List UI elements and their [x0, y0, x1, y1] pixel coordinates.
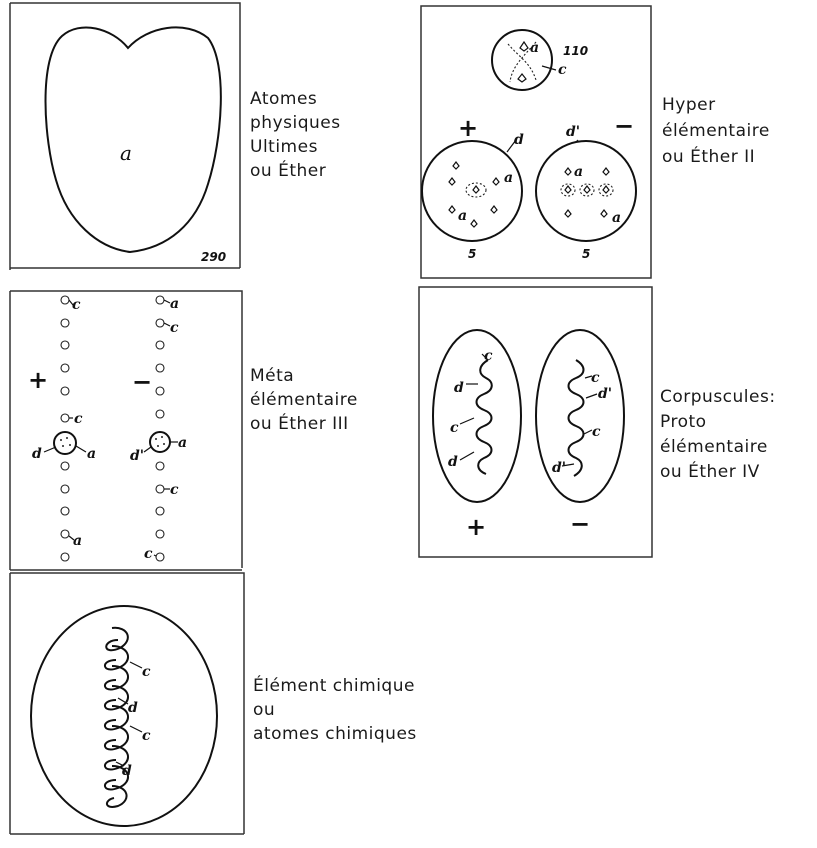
proto-left-spiral	[475, 359, 493, 475]
proto-right-leader-d-prime2	[561, 463, 575, 467]
panel-ultimate: a 290 Atomes physiques Ultimes ou Éther	[9, 2, 347, 270]
meta-left-leader-d	[43, 446, 57, 453]
chemical-label-c1: c	[142, 664, 151, 680]
panel-ultimate-frame	[10, 2, 241, 268]
hyper-plus-sign: +	[458, 114, 478, 142]
meta-right-leader-c3	[153, 554, 157, 557]
ultimate-heart-shape	[44, 26, 222, 254]
panel-chemical: c d c d Élément chimique ou atomes chimi…	[9, 572, 421, 835]
proto-left-label-c2: c	[450, 420, 459, 436]
proto-minus-sign: −	[570, 510, 590, 538]
proto-right-ellipse	[535, 329, 625, 503]
panel-proto-frame	[418, 286, 653, 558]
chemical-leader-d1	[117, 697, 129, 705]
chemical-label-c2: c	[142, 728, 151, 744]
meta-left-leader-a2	[68, 535, 75, 541]
meta-right-label-d-prime: d'	[130, 448, 144, 464]
hyper-left-label-a2: a	[458, 208, 467, 224]
meta-right-label-a2: a	[178, 435, 187, 451]
chemical-leader-d2	[115, 761, 125, 767]
hyper-top-trail-2	[509, 41, 537, 83]
chemical-caption: Élément chimique ou atomes chimiques	[253, 674, 421, 744]
meta-caption: Méta élémentaire ou Éther III	[250, 366, 364, 434]
hyper-left-circle	[421, 140, 523, 242]
meta-plus-sign: +	[28, 366, 48, 394]
proto-left-label-d1: d	[454, 380, 464, 396]
meta-left-label-c1: c	[72, 297, 81, 313]
proto-caption: Corpuscules: Proto élémentaire ou Éther …	[660, 387, 781, 482]
hyper-left-label-d: d	[514, 132, 524, 148]
proto-left-leader-c2	[459, 417, 475, 425]
hyper-top-circle	[491, 29, 553, 91]
hyper-caption: Hyper élémentaire ou Éther II	[662, 95, 776, 167]
proto-plus-sign: +	[466, 513, 486, 541]
hyper-right-label-a: a	[574, 164, 583, 180]
chemical-helix	[104, 626, 129, 808]
proto-right-leader-c1	[584, 375, 593, 379]
meta-right-column	[149, 295, 171, 562]
proto-right-spiral	[567, 359, 585, 477]
proto-right-leader-d-prime	[585, 393, 598, 399]
meta-left-leader-c1	[68, 299, 74, 306]
panel-chemical-frame	[10, 572, 245, 834]
hyper-top-label-a: a	[530, 40, 539, 56]
proto-left-ellipse	[432, 329, 522, 503]
proto-left-label-d2: d	[448, 454, 458, 470]
proto-right-label-d-prime: d'	[598, 386, 612, 402]
meta-minus-sign: −	[132, 368, 152, 396]
proto-right-leader-c2	[583, 429, 593, 435]
hyper-top-label-c: c	[558, 62, 567, 78]
ultimate-figure-number: 290	[201, 250, 226, 264]
proto-right-label-c2: c	[592, 424, 601, 440]
panel-hyper: a c 110 + − d a a 5 d'	[420, 5, 776, 279]
proto-left-leader-c1	[481, 353, 489, 361]
meta-right-leader-a	[163, 299, 171, 304]
hyper-left-number: 5	[468, 247, 476, 261]
meta-left-label-a2: a	[73, 533, 82, 549]
meta-left-column	[53, 295, 77, 562]
ultimate-caption: Atomes physiques Ultimes ou Éther	[250, 89, 347, 181]
hyper-right-circle	[535, 140, 637, 242]
meta-right-label-c3: c	[144, 546, 153, 562]
chemical-leader-c2	[129, 725, 143, 733]
proto-left-leader-d2	[459, 451, 475, 461]
proto-right-label-d-prime2: d'	[552, 460, 566, 476]
meta-right-label-c1: c	[170, 320, 179, 336]
hyper-left-atoms	[448, 161, 500, 228]
chemical-leader-c1	[129, 661, 143, 669]
chemical-ellipse	[30, 605, 218, 827]
hyper-top-trail-1	[507, 43, 537, 81]
panel-meta: + − c c d a a	[9, 290, 364, 571]
proto-left-label-c1: c	[484, 348, 493, 364]
meta-left-label-a: a	[87, 446, 96, 462]
hyper-right-number: 5	[582, 247, 590, 261]
meta-left-label-c2: c	[74, 411, 83, 427]
hyper-minus-sign: −	[614, 112, 634, 140]
hyper-left-label-a: a	[504, 170, 513, 186]
hyper-top-heart-2	[517, 73, 527, 83]
hyper-top-heart-1	[519, 40, 529, 52]
meta-right-label-c2: c	[170, 482, 179, 498]
meta-left-leader-a	[75, 445, 87, 453]
panel-hyper-frame	[420, 5, 652, 279]
meta-right-label-a: a	[170, 296, 179, 312]
chemical-label-d2: d	[122, 763, 132, 779]
hyper-top-leader-c	[541, 65, 557, 71]
hyper-right-label-a2: a	[612, 210, 621, 226]
hyper-right-atoms	[560, 167, 614, 218]
ultimate-center-label: a	[120, 141, 132, 165]
hyper-top-number: 110	[563, 44, 588, 58]
proto-right-label-c1: c	[591, 370, 600, 386]
hyper-right-leader-d	[575, 139, 579, 143]
meta-left-label-d: d	[32, 446, 42, 462]
meta-right-leader-d-prime	[143, 446, 152, 453]
chemical-label-d1: d	[128, 700, 138, 716]
panel-meta-frame	[10, 290, 243, 568]
panel-proto: c d c d c d' c d' + − Corpuscules: Proto…	[418, 286, 781, 558]
hyper-right-label-d-prime: d'	[566, 124, 580, 140]
meta-right-leader-c1	[163, 322, 171, 327]
hyper-left-leader-d	[506, 139, 517, 153]
